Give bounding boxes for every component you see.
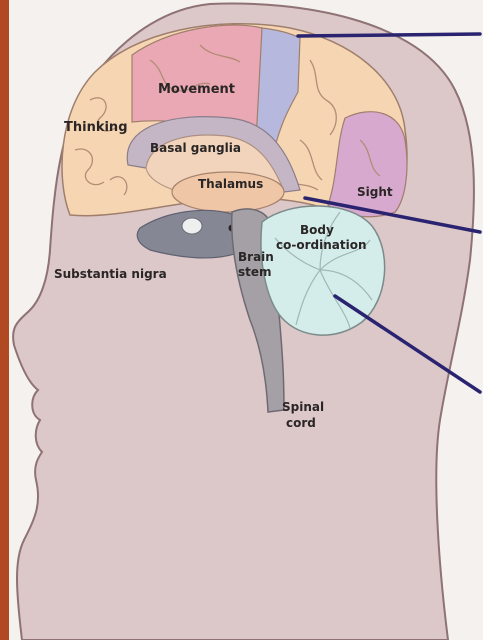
label-movement: Movement <box>158 82 235 97</box>
left-border <box>0 0 9 640</box>
label-substantia-nigra: Substantia nigra <box>54 267 167 281</box>
pointer-line-top <box>298 34 480 36</box>
label-cord: cord <box>286 416 316 430</box>
label-brain: Brain <box>238 250 274 264</box>
label-body: Body <box>300 223 334 237</box>
label-thinking: Thinking <box>64 120 128 135</box>
label-thalamus: Thalamus <box>198 177 263 191</box>
pituitary-gland <box>182 218 202 234</box>
label-stem: stem <box>238 265 272 279</box>
label-coordination: co-ordination <box>276 238 366 252</box>
label-spinal: Spinal <box>282 400 324 414</box>
label-sight: Sight <box>357 185 393 199</box>
label-basal-ganglia: Basal ganglia <box>150 141 241 155</box>
